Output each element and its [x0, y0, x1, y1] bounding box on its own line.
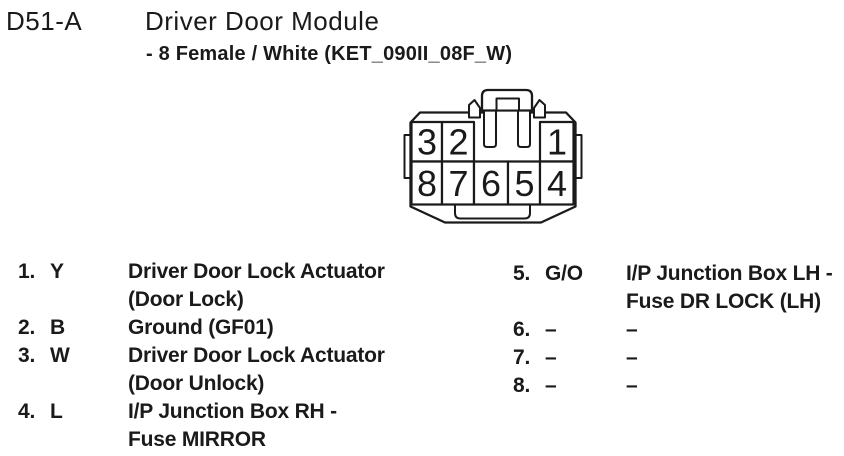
pin-number-8: 8	[417, 163, 437, 204]
pin-number: 5.	[513, 262, 531, 285]
pin-number-6: 6	[481, 163, 501, 204]
wire-color-code: –	[545, 374, 557, 397]
pin-number-4: 4	[547, 163, 567, 204]
pin-list-left: 1. Y Driver Door Lock Actuator (Door Lock…	[18, 258, 448, 454]
pin-number-2: 2	[448, 122, 468, 163]
connector-diagram: 3 2 1 8 7 6 5 4	[403, 88, 583, 224]
pin-cell-4	[538, 160, 575, 206]
pin-number: 8.	[513, 374, 531, 397]
connector-code: D51-A	[6, 6, 83, 36]
pin-number: 6.	[513, 318, 531, 341]
latch-hook-right	[533, 99, 546, 119]
latch-prong-left	[483, 106, 497, 148]
wire-color-code: W	[50, 344, 70, 367]
pin-row-5: 5. G/O I/P Junction Box LH - Fuse DR LOCK…	[513, 260, 838, 316]
pin-description: Ground (GF01)	[128, 316, 274, 339]
pin-row-7: 7.– –	[513, 344, 838, 372]
pin-row-6: 6.– –	[513, 316, 838, 344]
pin-cell-7	[440, 160, 476, 206]
pin-description: Driver Door Lock Actuator (Door Unlock)	[128, 344, 385, 395]
pin-row-4: 4. L I/P Junction Box RH - Fuse MIRROR	[18, 398, 448, 454]
pin-row-3: 3. W Driver Door Lock Actuator (Door Unlo…	[18, 342, 448, 398]
pin-description: –	[626, 318, 638, 341]
wire-color-code: Y	[50, 260, 64, 283]
pin-description: –	[626, 374, 638, 397]
wire-color-code: L	[50, 400, 63, 423]
pin-label: 7.–	[513, 344, 626, 372]
latch-hook-left	[468, 99, 481, 119]
pin-description: I/P Junction Box LH - Fuse DR LOCK (LH)	[626, 262, 833, 313]
wire-color-code: B	[50, 316, 65, 339]
pin-number: 2.	[18, 316, 36, 339]
pin-number: 3.	[18, 344, 36, 367]
pin-label: 5. G/O	[513, 260, 626, 288]
pin-cell-8	[410, 160, 444, 206]
pin-label: 4. L	[18, 398, 128, 426]
pin-description: I/P Junction Box RH - Fuse MIRROR	[128, 400, 337, 451]
pin-description: –	[626, 346, 638, 369]
pin-number: 7.	[513, 346, 531, 369]
pin-row-8: 8.– –	[513, 372, 838, 400]
latch-inner-slot	[495, 97, 520, 112]
pin-row-2: 2. B Ground (GF01)	[18, 314, 448, 342]
pin-numbers: 3 2 1 8 7 6 5 4	[417, 122, 567, 205]
pin-number-1: 1	[547, 122, 567, 163]
pin-label: 6.–	[513, 316, 626, 344]
pin-label: 2. B	[18, 314, 128, 342]
pin-list-right: 5. G/O I/P Junction Box LH - Fuse DR LOCK…	[513, 260, 838, 400]
page-title: Driver Door Module	[145, 6, 380, 36]
wire-color-code: G/O	[545, 262, 583, 285]
connector-spec: - 8 Female / White (KET_090II_08F_W)	[146, 43, 513, 65]
pin-cell-6	[472, 160, 510, 206]
pin-number-5: 5	[514, 163, 534, 204]
pin-row-1: 1. Y Driver Door Lock Actuator (Door Lock…	[18, 258, 448, 314]
pin-cell-2	[440, 120, 476, 163]
latch-prong-right	[517, 106, 531, 148]
pin-description: Driver Door Lock Actuator (Door Lock)	[128, 260, 385, 311]
pin-cell-1	[538, 120, 575, 163]
connector-bottom-tab	[454, 203, 531, 220]
pin-number: 1.	[18, 260, 36, 283]
pin-label: 8.–	[513, 372, 626, 400]
wire-color-code: –	[545, 346, 557, 369]
pin-label: 1. Y	[18, 258, 128, 286]
pin-number-3: 3	[417, 122, 437, 163]
pin-number: 4.	[18, 400, 36, 423]
pin-number-7: 7	[448, 163, 468, 204]
pin-label: 3. W	[18, 342, 128, 370]
wire-color-code: –	[545, 318, 557, 341]
